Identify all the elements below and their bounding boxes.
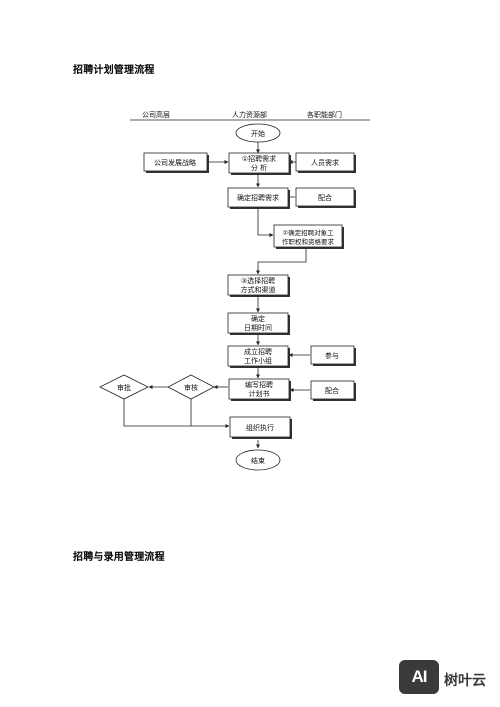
confirm-need-box	[227, 187, 289, 208]
review-decision	[167, 374, 215, 400]
job-requirements-box	[273, 224, 343, 248]
method-channel-box	[227, 274, 289, 296]
connector	[256, 249, 307, 275]
brand-logo: AI	[399, 660, 439, 694]
needs-analysis-label-2: 分 析	[251, 163, 267, 172]
recruit-team-label-1: 成立招聘	[244, 347, 272, 356]
section-title-hiring-process: 招聘与录用管理流程	[73, 552, 165, 563]
participate-label: 参与	[325, 351, 339, 360]
logo-text: AI	[411, 667, 428, 686]
staff-need-label: 人员需求	[311, 158, 339, 167]
method-channel-label-1: ③选择招聘	[241, 276, 275, 285]
approve-decision	[99, 374, 149, 400]
brand-name: 树叶云	[444, 673, 486, 689]
lane-management: 公司高层	[142, 110, 170, 119]
needs-analysis-label-1: ①招聘需求	[242, 154, 276, 163]
strategy-label: 公司发展战略	[154, 158, 196, 167]
needs-analysis-box	[228, 152, 290, 174]
strategy-box	[143, 152, 208, 172]
method-channel-label-2: 方式和渠道	[241, 285, 276, 294]
end-node	[235, 449, 281, 471]
write-plan-label-2: 计划书	[249, 389, 270, 398]
write-plan-label-1: 编写招聘	[245, 380, 273, 389]
cooperate-box-2	[310, 380, 355, 400]
start-node	[235, 123, 281, 143]
cooperate-label-1: 配合	[318, 193, 332, 202]
lane-departments: 各职能部门	[307, 110, 342, 119]
execute-label: 组织执行	[246, 423, 274, 432]
approve-label: 审批	[117, 383, 131, 392]
cooperate-box-1	[295, 187, 355, 207]
connector	[123, 399, 230, 428]
date-time-label-1: 确定	[251, 314, 265, 323]
date-time-label-2: 日期时间	[244, 323, 272, 332]
job-requirements-label-1: ②确定招聘对象工	[282, 228, 334, 237]
job-requirements-label-2: 作职权和资格要求	[282, 237, 335, 246]
confirm-need-label: 确定招聘需求	[237, 193, 279, 202]
recruit-team-label-2: 工作小组	[244, 356, 272, 365]
execute-box	[229, 416, 291, 438]
recruit-team-box	[227, 345, 289, 367]
connector	[257, 208, 274, 237]
start-label: 开始	[251, 129, 265, 138]
review-label: 审核	[184, 383, 198, 392]
end-label: 结束	[251, 456, 265, 465]
staff-need-box	[295, 152, 355, 172]
lane-hr: 人力资源部	[232, 110, 267, 119]
participate-box	[310, 345, 355, 365]
write-plan-box	[228, 378, 290, 400]
section-title-recruitment-plan: 招聘计划管理流程	[73, 65, 155, 76]
cooperate-label-2: 配合	[325, 386, 339, 395]
date-time-box	[227, 312, 289, 334]
